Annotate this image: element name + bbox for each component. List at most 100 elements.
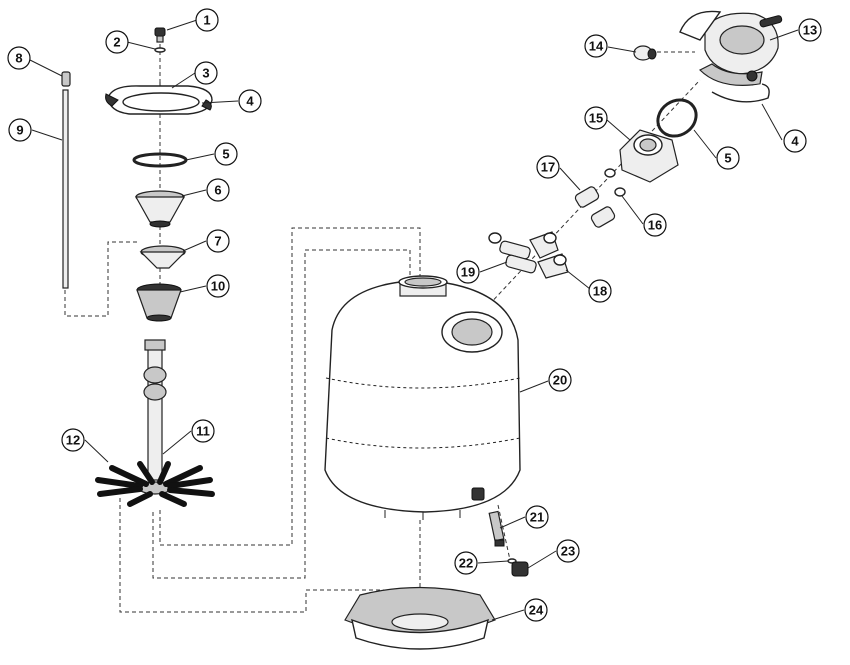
callout-circle (7, 46, 31, 70)
callout-number: 1 (203, 13, 210, 28)
part-13-multiport-valve (679, 10, 783, 86)
callout-circle (643, 213, 667, 237)
callout-number: 22 (459, 556, 473, 571)
callout-circle (524, 598, 548, 622)
callout-number: 23 (561, 544, 575, 559)
part-20-filter-tank (324, 275, 521, 520)
callout-circle (584, 106, 608, 130)
callout-number: 19 (461, 265, 475, 280)
part-9-air-relief-tube (62, 89, 69, 289)
part-7-collar (139, 245, 187, 269)
part-15-valve-adapter (619, 129, 679, 183)
callout-number: 5 (222, 147, 229, 162)
callout-number: 24 (529, 603, 544, 618)
callout-21: 21 (525, 505, 549, 529)
callout-circle (716, 146, 740, 170)
callout-circle (783, 129, 807, 153)
callout-circle (588, 279, 612, 303)
callout-12: 12 (61, 428, 85, 452)
callout-circle (214, 142, 238, 166)
callout-2: 2 (105, 30, 129, 54)
callout-4-right: 4 (783, 129, 807, 153)
callout-number: 2 (113, 35, 120, 50)
callout-circle (456, 260, 480, 284)
callout-number: 8 (15, 51, 22, 66)
part-14-pressure-gauge (633, 45, 657, 61)
callout-number: 4 (246, 94, 254, 109)
callout-leaders (29, 19, 799, 621)
callout-number: 5 (724, 151, 731, 166)
callout-circle (191, 419, 215, 443)
callout-circle (8, 118, 32, 142)
part-11-standpipe (143, 339, 167, 481)
part-19-fittings (488, 232, 537, 274)
part-21-drain-plug (488, 510, 505, 547)
part-6-diffuser (134, 190, 186, 228)
part-16-o-rings (604, 168, 626, 197)
callout-circle (798, 18, 822, 42)
callout-number: 15 (589, 111, 603, 126)
callout-24: 24 (524, 598, 548, 622)
part-24-base (344, 586, 496, 650)
callout-number: 20 (553, 373, 567, 388)
part-1-vent-screw (154, 27, 166, 43)
callout-circle (536, 155, 560, 179)
callouts: 1 2 3 4 5 6 7 8 9 10 11 12 13 14 15 4 5 … (7, 8, 822, 622)
callout-number: 12 (66, 433, 80, 448)
callout-circle (238, 89, 262, 113)
callout-number: 4 (791, 134, 799, 149)
callout-number: 9 (16, 123, 23, 138)
callout-16: 16 (643, 213, 667, 237)
callout-circle (206, 274, 230, 298)
callout-number: 13 (803, 23, 817, 38)
callout-7: 7 (206, 229, 230, 253)
part-4-clamp-right (711, 83, 770, 103)
callout-number: 6 (214, 183, 221, 198)
callout-15: 15 (584, 106, 608, 130)
part-2-small-o-ring (154, 47, 166, 53)
callout-20: 20 (548, 368, 572, 392)
callout-23: 23 (556, 539, 580, 563)
callout-9: 9 (8, 118, 32, 142)
part-5-o-ring-right (656, 98, 698, 138)
callout-number: 18 (593, 284, 607, 299)
callout-18: 18 (588, 279, 612, 303)
callout-circle (195, 8, 219, 32)
callout-10: 10 (206, 274, 230, 298)
callout-13: 13 (798, 18, 822, 42)
callout-number: 14 (589, 39, 604, 54)
callout-19: 19 (456, 260, 480, 284)
callout-circle (61, 428, 85, 452)
callout-circle (584, 34, 608, 58)
callout-number: 21 (530, 510, 544, 525)
callout-number: 11 (196, 424, 210, 439)
callout-circle (454, 551, 478, 575)
callout-circle (206, 178, 230, 202)
callout-22: 22 (454, 551, 478, 575)
part-10-lateral-hub (136, 283, 182, 322)
callout-4-left: 4 (238, 89, 262, 113)
callout-6: 6 (206, 178, 230, 202)
callout-number: 7 (214, 234, 221, 249)
part-17-unions (574, 186, 616, 228)
callout-number: 3 (202, 66, 209, 81)
callout-number: 17 (541, 160, 555, 175)
callout-1: 1 (195, 8, 219, 32)
callout-5-left: 5 (214, 142, 238, 166)
callout-circle (194, 61, 218, 85)
callout-17: 17 (536, 155, 560, 179)
part-8-pipe-cap (61, 71, 71, 87)
callout-circle (105, 30, 129, 54)
callout-number: 16 (648, 218, 662, 233)
part-4-clamp-ring (105, 85, 213, 115)
callout-circle (206, 229, 230, 253)
callout-circle (525, 505, 549, 529)
callout-8: 8 (7, 46, 31, 70)
part-23-drain-cap (511, 561, 529, 577)
callout-number: 10 (211, 279, 225, 294)
callout-circle (746, 70, 758, 82)
callout-circle (556, 539, 580, 563)
part-12-laterals (95, 461, 215, 507)
callout-3: 3 (194, 61, 218, 85)
